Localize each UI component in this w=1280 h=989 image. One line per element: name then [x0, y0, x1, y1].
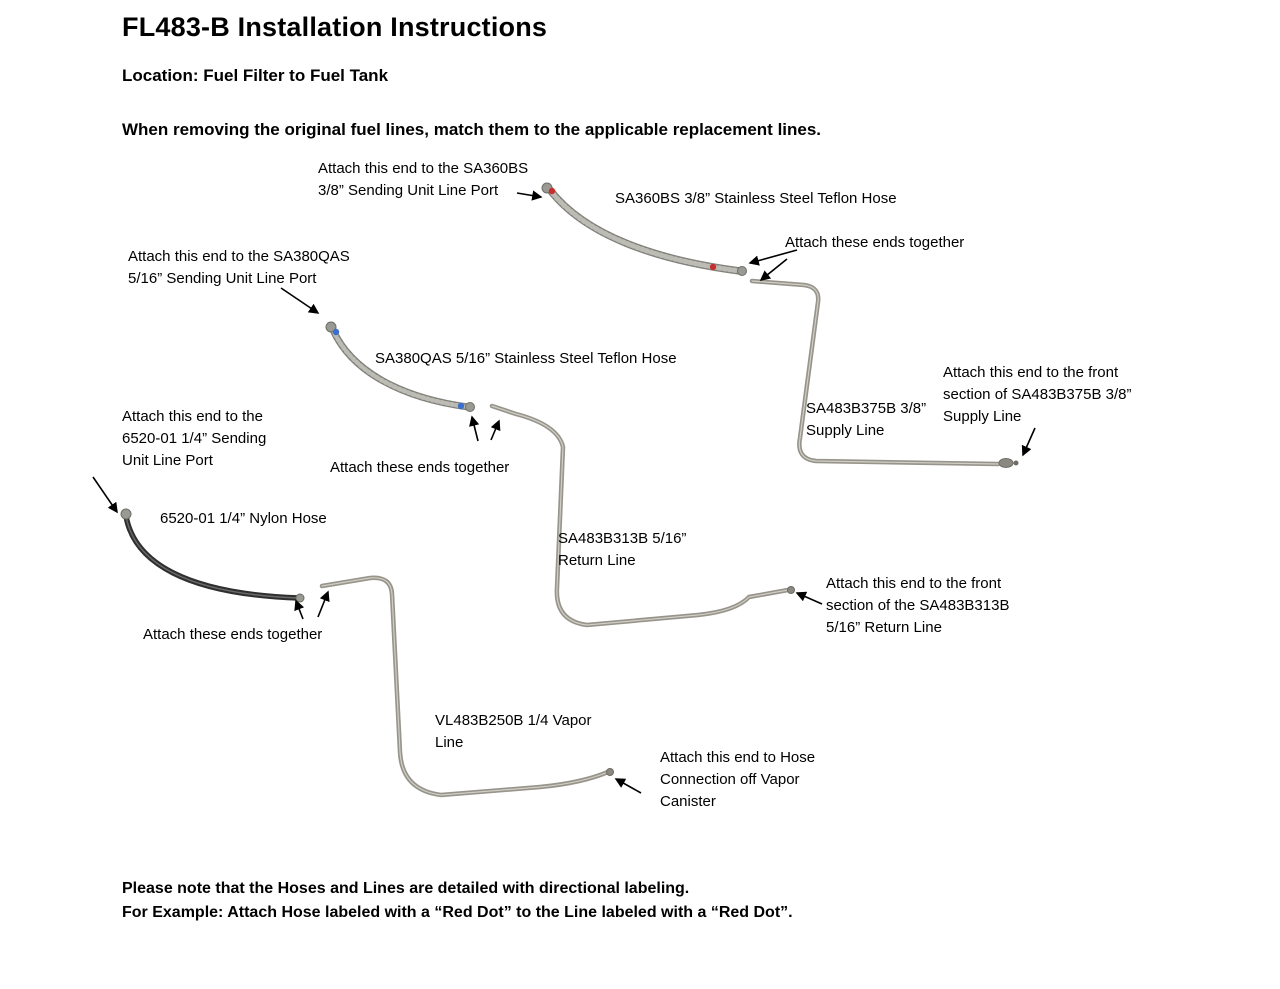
pointer-arrows	[92, 190, 1036, 794]
footer-notes: Please note that the Hoses and Lines are…	[122, 877, 793, 925]
vapor-line-drawing	[319, 575, 614, 798]
label-supply-line: SA483B375B 3/8” Supply Line	[806, 400, 927, 439]
label-6520-attach: Attach this end to the 6520-01 1/4” Send…	[122, 408, 267, 469]
label-attach-ends-left: Attach these ends together	[143, 626, 323, 643]
label-supply-attach: Attach this end to the front section of …	[943, 364, 1132, 425]
label-sa380qas-hose: SA380QAS 5/16” Stainless Steel Teflon Ho…	[375, 350, 677, 367]
label-return-attach: Attach this end to the front section of …	[826, 575, 1010, 636]
footer-note-2: For Example: Attach Hose labeled with a …	[122, 904, 793, 921]
footer-note-1: Please note that the Hoses and Lines are…	[122, 880, 690, 897]
sa360bs-hose-drawing	[541, 182, 747, 276]
location-subtitle: Location: Fuel Filter to Fuel Tank	[122, 66, 389, 85]
label-sa360bs-attach: Attach this end to the SA360BS 3/8” Send…	[318, 160, 529, 199]
n6520-hose-drawing	[120, 508, 305, 603]
supply-line-drawing	[749, 278, 1019, 468]
instruction-text: When removing the original fuel lines, m…	[122, 120, 822, 139]
label-attach-ends-mid: Attach these ends together	[330, 459, 510, 476]
label-6520-hose: 6520-01 1/4” Nylon Hose	[160, 510, 327, 527]
label-return-line: SA483B313B 5/16” Return Line	[558, 530, 687, 569]
label-attach-ends-top: Attach these ends together	[785, 234, 965, 251]
return-line-drawing	[489, 403, 795, 628]
sa380qas-hose-drawing	[325, 321, 475, 412]
label-vapor-attach: Attach this end to Hose Connection off V…	[660, 749, 816, 810]
label-vapor-line: VL483B250B 1/4 Vapor Line	[435, 712, 592, 751]
label-sa380qas-attach: Attach this end to the SA380QAS 5/16” Se…	[128, 248, 350, 287]
label-sa360bs-hose: SA360BS 3/8” Stainless Steel Teflon Hose	[615, 190, 897, 207]
page-title: FL483-B Installation Instructions	[122, 12, 548, 42]
